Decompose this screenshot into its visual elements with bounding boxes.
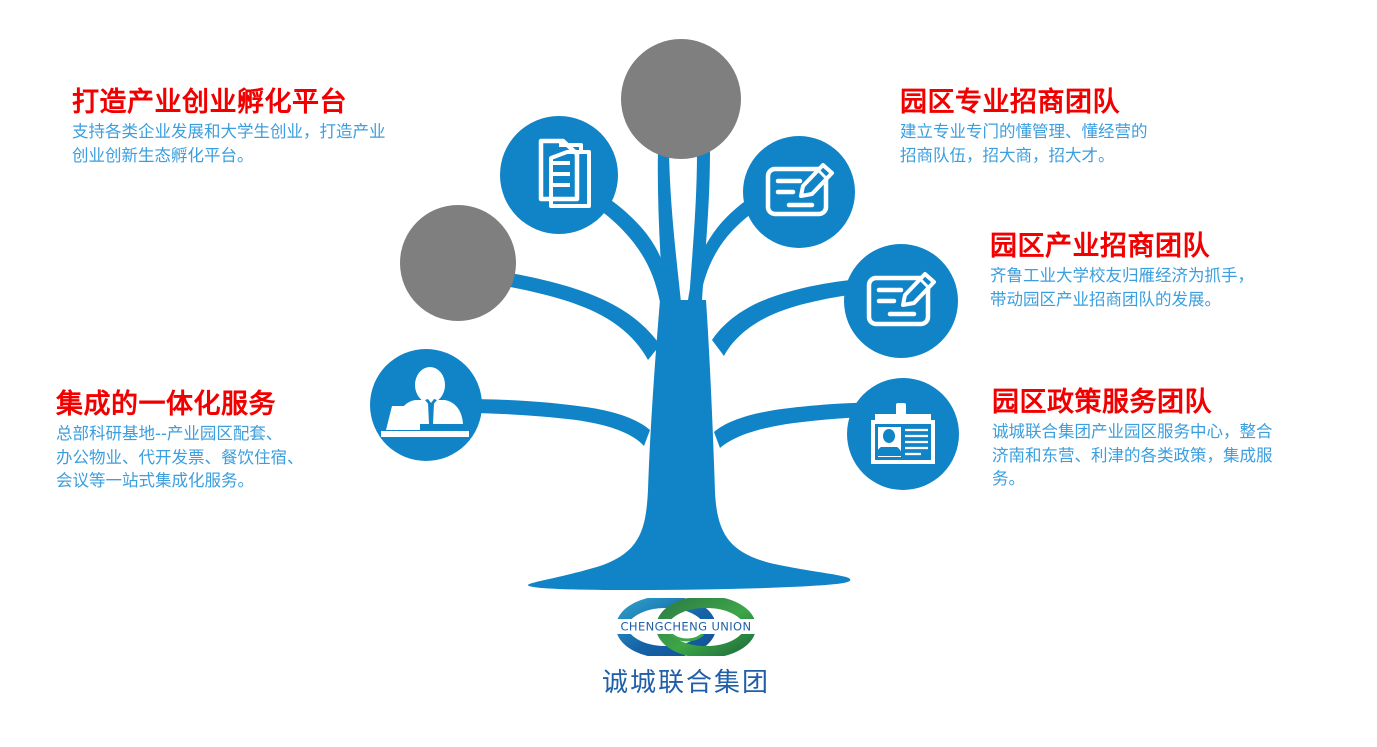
company-name: 诚城联合集团 <box>601 668 770 698</box>
info-block-bottom-left: 集成的一体化服务 总部科研基地--产业园区配套、 办公物业、代开发票、餐饮住宿、… <box>56 390 386 492</box>
branch-to-left-placeholder <box>490 270 660 360</box>
info-body-line: 会议等一站式集成化服务。 <box>56 471 254 490</box>
businessman-tie <box>425 399 437 424</box>
node-id-card[interactable] <box>847 378 959 490</box>
logo-swoosh <box>669 632 705 642</box>
info-body-line: 务。 <box>992 469 1025 488</box>
info-body-line: 建立专业专门的懂管理、懂经营的 <box>900 122 1148 142</box>
info-body-bottom-left: 总部科研基地--产业园区配套、 办公物业、代开发票、餐饮住宿、 会议等一站式集成… <box>56 422 386 492</box>
info-block-bottom-right: 园区政策服务团队 诚城联合集团产业园区服务中心，整合 济南和东营、利津的各类政策… <box>992 388 1377 490</box>
company-logo: CHENGCHENG UNION 诚城联合集团 <box>566 598 806 699</box>
node-contract-1[interactable] <box>743 136 855 248</box>
pen-icon <box>901 272 936 307</box>
info-body-line: 创业创新生态孵化平台。 <box>72 145 254 165</box>
info-block-top-right: 园区专业招商团队 建立专业专门的懂管理、懂经营的 招商队伍，招大商，招大才。 <box>900 88 1300 167</box>
tree-trunk <box>527 300 851 590</box>
info-title-middle-right: 园区产业招商团队 <box>990 231 1210 262</box>
info-body-middle-right: 齐鲁工业大学校友归雁经济为抓手， 带动园区产业招商团队的发展。 <box>990 264 1377 311</box>
node-documents[interactable] <box>500 116 618 234</box>
documents-stack-icon-front <box>538 138 580 202</box>
info-body-line: 诚城联合集团产业园区服务中心，整合 <box>992 422 1273 442</box>
info-body-top-right: 建立专业专门的懂管理、懂经营的 招商队伍，招大商，招大才。 <box>900 120 1300 167</box>
branch-to-businessman <box>463 399 650 446</box>
form-lines <box>775 178 815 208</box>
badge-photo <box>876 429 902 456</box>
node-left-placeholder[interactable] <box>400 205 516 321</box>
info-body-line: 齐鲁工业大学校友归雁经济为抓手， <box>990 266 1254 286</box>
info-title-top-right: 园区专业招商团队 <box>900 87 1120 118</box>
info-body-bottom-right: 诚城联合集团产业园区服务中心，整合 济南和东营、利津的各类政策，集成服 务。 <box>992 420 1377 490</box>
info-body-line: 济南和东营、利津的各类政策，集成服 <box>992 445 1273 465</box>
info-body-line: 总部科研基地--产业园区配套、 <box>56 424 283 444</box>
logo-text-band <box>611 619 761 634</box>
logo-mark-text: CHENGCHENG UNION <box>620 620 751 634</box>
info-title-bottom-left: 集成的一体化服务 <box>56 389 276 420</box>
info-block-top-left: 打造产业创业孵化平台 支持各类企业发展和大学生创业，打造产业 创业创新生态孵化平… <box>72 88 492 167</box>
form-pen-icon <box>765 166 829 217</box>
info-title-top-left: 打造产业创业孵化平台 <box>72 87 347 118</box>
form-lines <box>876 287 917 317</box>
info-body-line: 带动园区产业招商团队的发展。 <box>990 289 1221 309</box>
info-body-line: 招商队伍，招大商，招大才。 <box>900 145 1115 165</box>
info-body-line: 支持各类企业发展和大学生创业，打造产业 <box>72 122 386 142</box>
form-pen-icon <box>866 275 931 327</box>
node-businessman[interactable] <box>370 349 482 461</box>
node-top-placeholder[interactable] <box>621 39 741 159</box>
pen-icon <box>799 163 834 198</box>
info-body-top-left: 支持各类企业发展和大学生创业，打造产业 创业创新生态孵化平台。 <box>72 120 492 167</box>
documents-lines <box>549 161 570 187</box>
logo-mark-icon: CHENGCHENG UNION <box>611 598 761 656</box>
info-body-line: 办公物业、代开发票、餐饮住宿、 <box>56 447 304 467</box>
node-contract-2[interactable] <box>844 244 958 358</box>
id-badge-icon <box>871 403 935 464</box>
info-title-bottom-right: 园区政策服务团队 <box>992 387 1212 418</box>
badge-lines <box>905 428 928 456</box>
info-block-middle-right: 园区产业招商团队 齐鲁工业大学校友归雁经济为抓手， 带动园区产业招商团队的发展。 <box>990 232 1377 311</box>
